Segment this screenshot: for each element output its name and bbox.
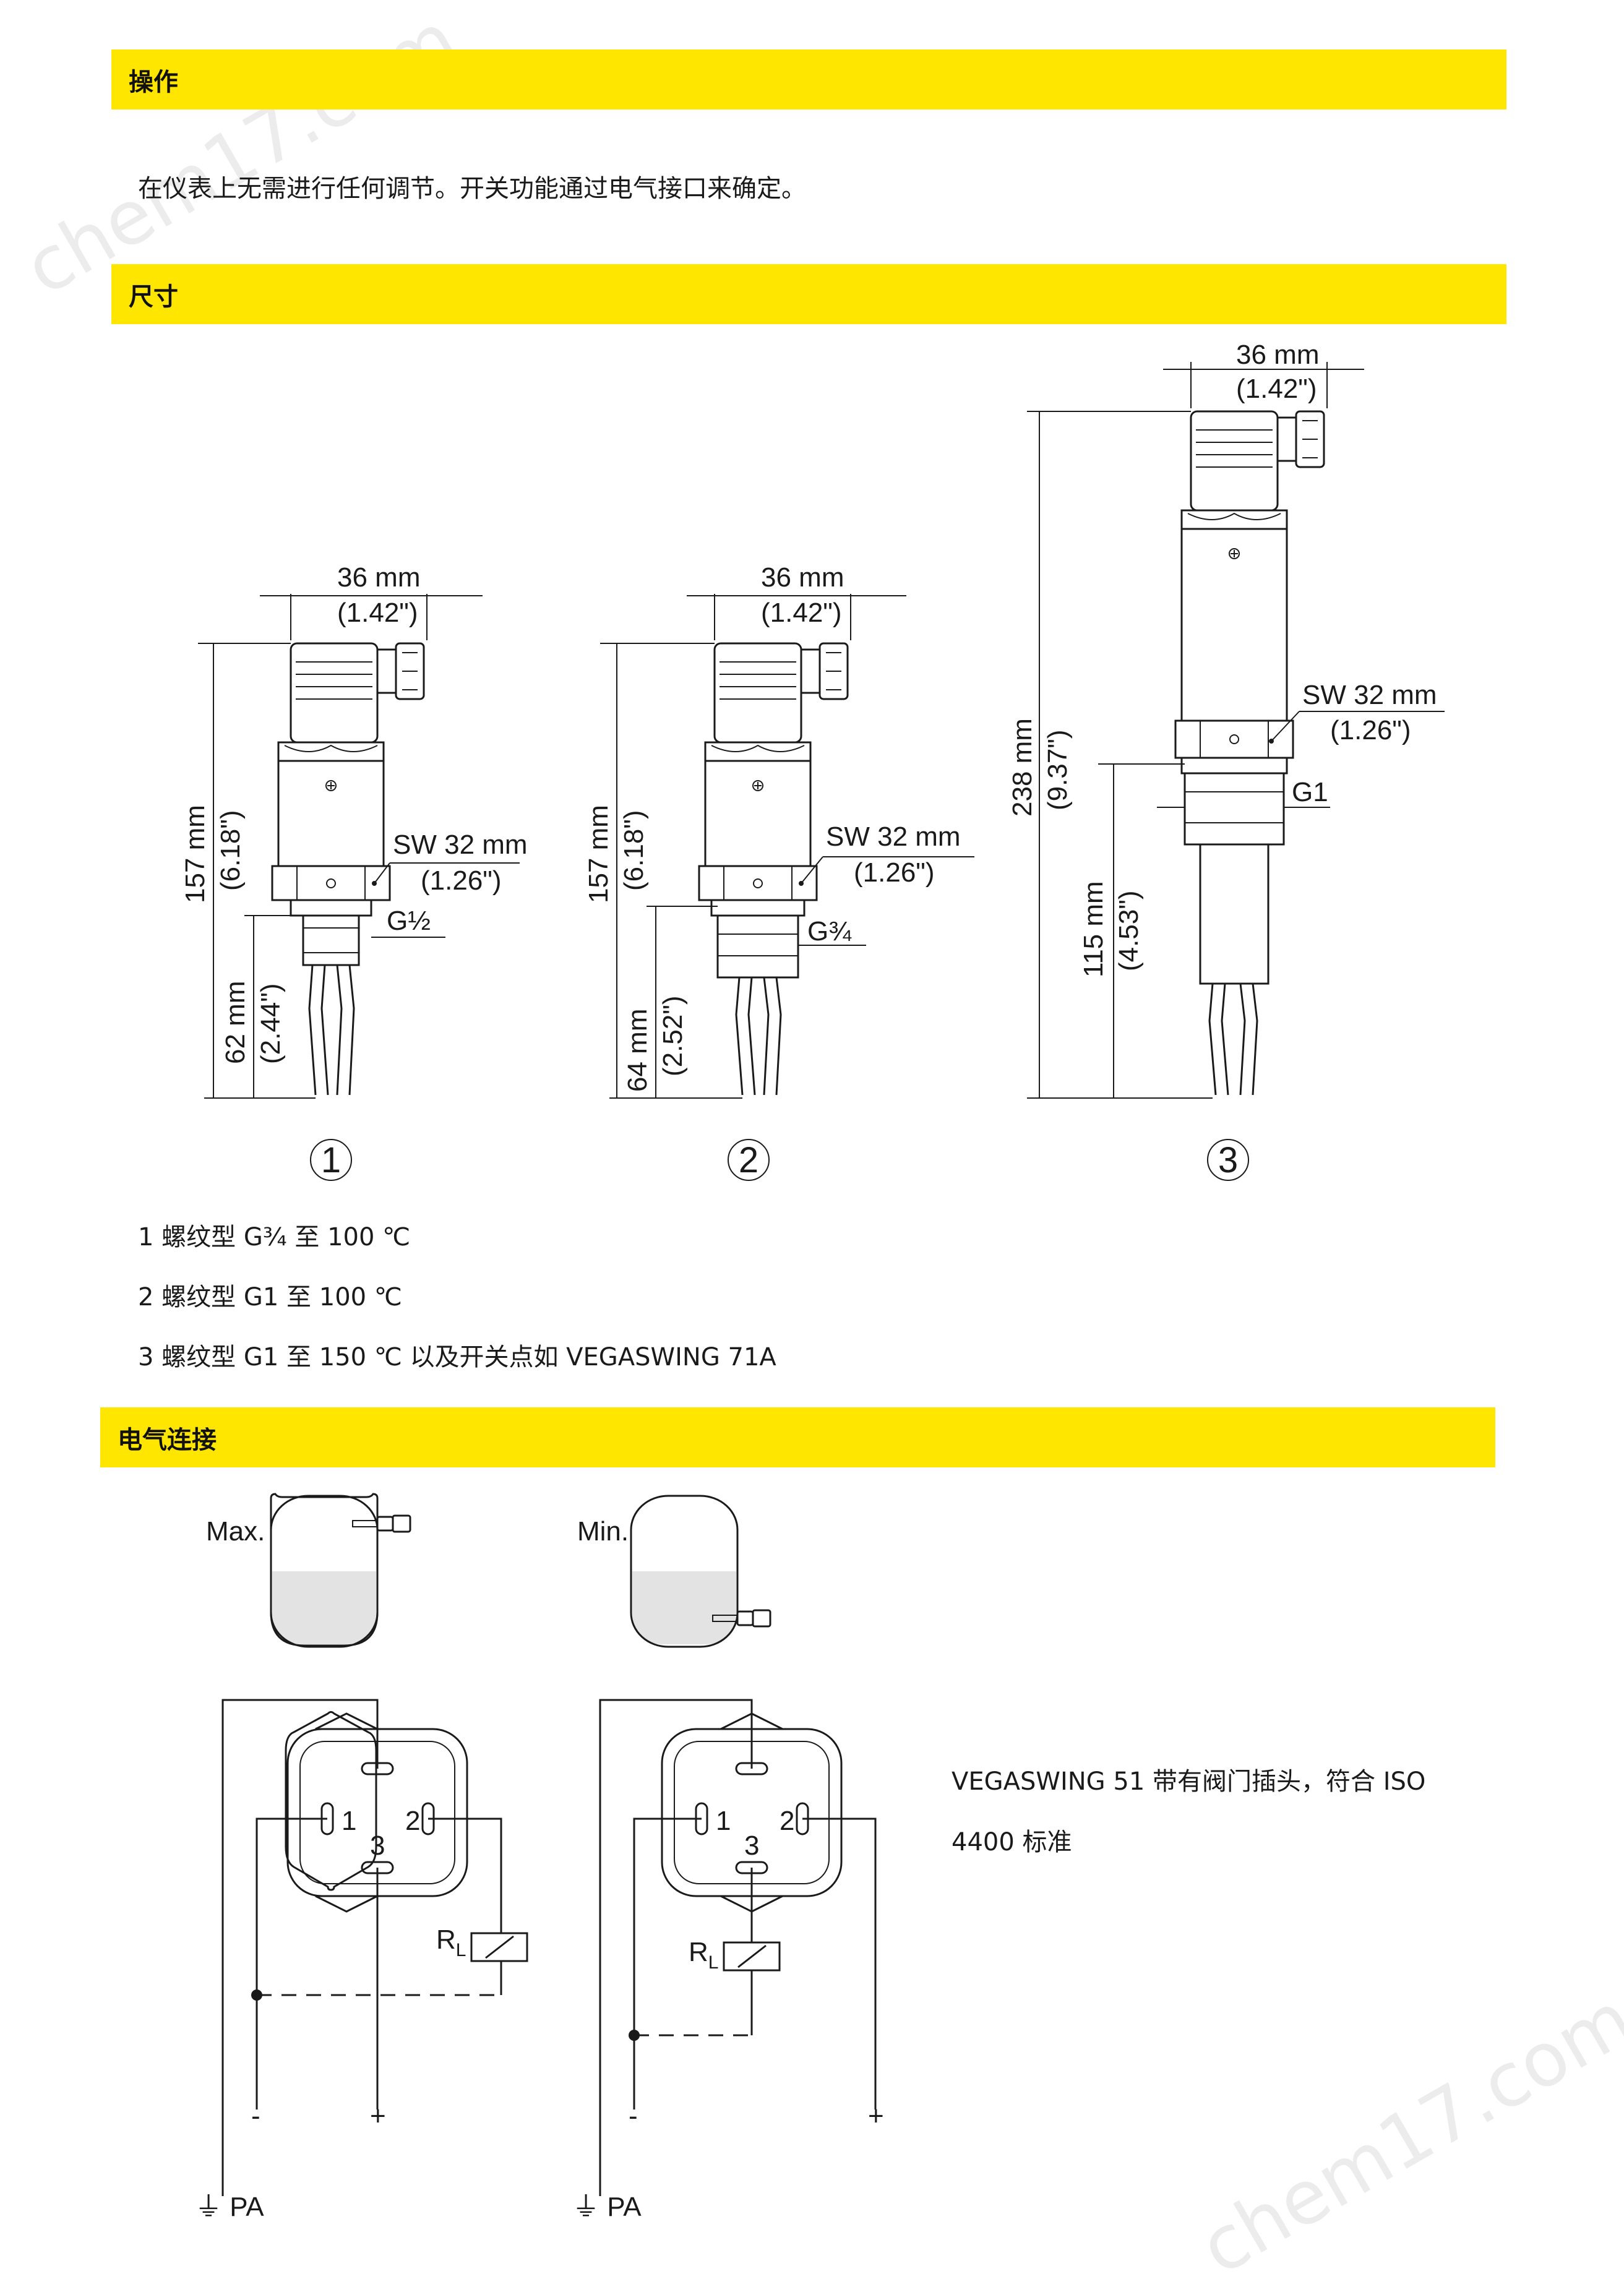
v2-height-mm: 157 mm	[583, 805, 614, 903]
drawing-variant-3: 36 mm (1.42") 238 mm (9.37") 115 mm (4.5…	[1007, 340, 1445, 1181]
wiring-max-relay-l: L	[456, 1940, 466, 1960]
drawing-variant-2: 36 mm (1.42") 157 mm (6.18") 64 mm (2.52…	[583, 562, 974, 1181]
v1-sw-mm: SW 32 mm	[393, 830, 528, 860]
wiring-max-relay: RL	[436, 1925, 466, 1960]
wiring-max-minus: -	[251, 2101, 260, 2131]
v1-width-mm: 36 mm	[337, 562, 420, 593]
v3-height-mm: 238 mm	[1007, 718, 1038, 817]
legend-item-1: 1 螺纹型 G¾ 至 100 ℃	[138, 1223, 411, 1251]
v1-height-in: (6.18")	[215, 810, 246, 891]
v3-len-in: (4.53")	[1114, 890, 1144, 971]
v3-width-in: (1.42")	[1236, 374, 1317, 404]
v2-thread: G¾	[807, 916, 852, 946]
wiring-max-pin3: 3	[370, 1831, 385, 1861]
wiring-min-relay-l: L	[708, 1952, 719, 1973]
legend-item-2: 2 螺纹型 G1 至 100 ℃	[138, 1283, 402, 1311]
v3-sw-mm: SW 32 mm	[1302, 680, 1437, 710]
v2-sw-in: (1.26")	[854, 857, 935, 888]
section-header-dimensions: 尺寸	[111, 264, 1506, 324]
v3-number: 3	[1218, 1140, 1238, 1180]
wiring-min-relay-r: R	[689, 1937, 708, 1967]
drawing-variant-1: 36 mm (1.42") 157 mm (6.18") 62 mm (2.44…	[180, 562, 528, 1181]
v1-len-mm: 62 mm	[220, 981, 251, 1064]
v1-thread: G½	[387, 906, 431, 936]
section-title-electrical: 电气连接	[118, 1425, 217, 1454]
v3-sw-in: (1.26")	[1330, 715, 1411, 745]
v2-len-mm: 64 mm	[622, 1009, 653, 1092]
v2-number: 2	[739, 1140, 758, 1180]
v1-number: 1	[321, 1140, 341, 1180]
v3-width-mm: 36 mm	[1236, 340, 1319, 370]
wiring-max-level: Max.	[206, 1516, 265, 1547]
wiring-min-pin3: 3	[744, 1831, 759, 1861]
section-title-dimensions: 尺寸	[129, 282, 178, 311]
wiring-max-plus: +	[370, 2101, 386, 2131]
operation-text: 在仪表上无需进行任何调节。开关功能通过电气接口来确定。	[138, 174, 806, 203]
v2-len-in: (2.52")	[658, 995, 688, 1076]
wiring-min-minus: -	[629, 2101, 638, 2131]
v1-sw-in: (1.26")	[421, 865, 502, 896]
wiring-diagram-max: Max. 1 2 3 RL - + ⏚ PA	[195, 1493, 528, 2222]
wiring-min-pin1: 1	[716, 1806, 731, 1836]
v3-height-in: (9.37")	[1042, 729, 1073, 810]
v3-thread: G1	[1292, 777, 1328, 807]
wiring-min-pa: ⏚ PA	[572, 2192, 642, 2222]
wiring-max-pin2: 2	[405, 1806, 420, 1836]
wiring-max-pin1: 1	[342, 1806, 356, 1836]
v2-sw-mm: SW 32 mm	[826, 822, 961, 852]
v2-width-in: (1.42")	[761, 598, 842, 628]
electrical-description-line2: 4400 标准	[952, 1828, 1072, 1856]
section-title-operation: 操作	[129, 67, 178, 97]
v1-len-in: (2.44")	[256, 983, 286, 1064]
wiring-min-relay: RL	[689, 1937, 718, 1973]
v1-height-mm: 157 mm	[180, 805, 210, 903]
wiring-max-relay-r: R	[436, 1925, 456, 1955]
v2-height-in: (6.18")	[619, 810, 649, 891]
wiring-max-pa: ⏚ PA	[195, 2192, 264, 2222]
v3-len-mm: 115 mm	[1078, 881, 1109, 977]
wiring-min-pin2: 2	[780, 1806, 794, 1836]
v2-width-mm: 36 mm	[761, 562, 844, 593]
section-header-electrical: 电气连接	[100, 1407, 1495, 1467]
electrical-description-line1: VEGASWING 51 带有阀门插头，符合 ISO	[952, 1767, 1426, 1796]
legend-item-3: 3 螺纹型 G1 至 150 ℃ 以及开关点如 VEGASWING 71A	[138, 1343, 776, 1371]
section-header-operation: 操作	[111, 49, 1506, 109]
v1-width-in: (1.42")	[337, 598, 418, 628]
wiring-diagram-min: Min. 1 2 3 RL - + ⏚ PA	[572, 1495, 884, 2222]
wiring-min-level: Min.	[577, 1516, 629, 1547]
wiring-min-plus: +	[868, 2101, 884, 2131]
